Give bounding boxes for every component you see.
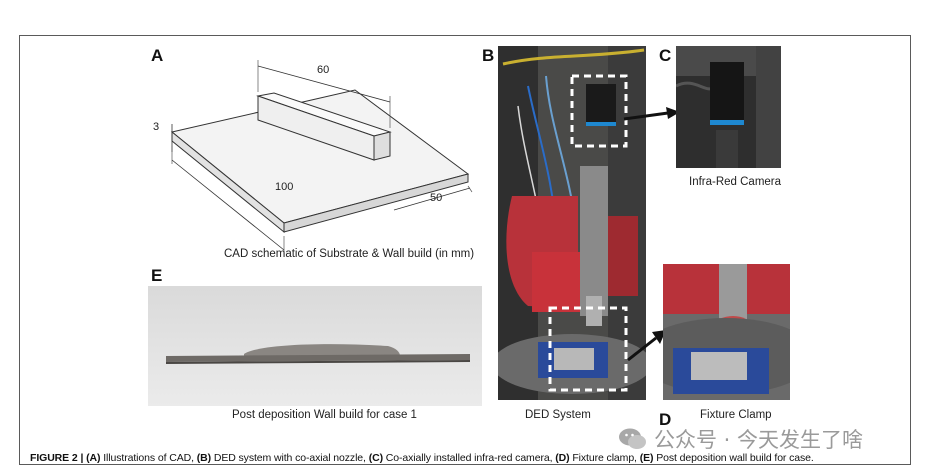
panel-label-c: C [659, 46, 672, 65]
ded-system-photo [498, 46, 646, 400]
figure-caption: FIGURE 2 | (A) Illustrations of CAD, (B)… [30, 452, 814, 464]
panel-a-caption: CAD schematic of Substrate & Wall build … [224, 248, 475, 260]
panel-label-e: E [151, 266, 163, 285]
infra-red-camera-photo [676, 46, 781, 168]
fixture-clamp-photo [663, 264, 790, 400]
caption-text-e: Post deposition wall build for case. [656, 452, 814, 464]
caption-ref-b: (B) [196, 452, 212, 464]
watermark: 公众号 · 今天发生了啥 [618, 424, 863, 454]
panel-b-caption: DED System [525, 409, 591, 421]
wall-build-photo [148, 286, 482, 406]
panel-d-caption: Fixture Clamp [700, 409, 772, 421]
caption-text-b: DED system with co-axial nozzle, [213, 452, 366, 464]
caption-ref-d: (D) [555, 452, 570, 464]
figure-label: FIGURE 2 | [30, 452, 84, 464]
dimension-100: 100 [275, 181, 294, 193]
watermark-text: 公众号 · 今天发生了啥 [654, 428, 864, 452]
caption-ref-c: (C) [368, 452, 383, 464]
caption-text-a: Illustrations of CAD, [103, 452, 194, 464]
panel-label-d: D [659, 410, 672, 429]
wechat-icon [619, 428, 646, 449]
caption-ref-a: (A) [86, 452, 101, 464]
panel-label-a: A [151, 46, 164, 65]
arrow-to-camera [623, 107, 680, 121]
dimension-60: 60 [317, 64, 330, 76]
dimension-3: 3 [153, 121, 160, 133]
cad-schematic [170, 60, 473, 254]
caption-text-c: Co-axially installed infra-red camera, [385, 452, 553, 464]
caption-text-d: Fixture clamp, [572, 452, 637, 464]
dimension-50: 50 [430, 192, 443, 204]
panel-c-caption: Infra-Red Camera [689, 176, 782, 188]
arrow-to-clamp [627, 330, 666, 362]
panel-e-caption: Post deposition Wall build for case 1 [232, 409, 417, 421]
caption-ref-e: (E) [639, 452, 654, 464]
panel-label-b: B [482, 46, 495, 65]
